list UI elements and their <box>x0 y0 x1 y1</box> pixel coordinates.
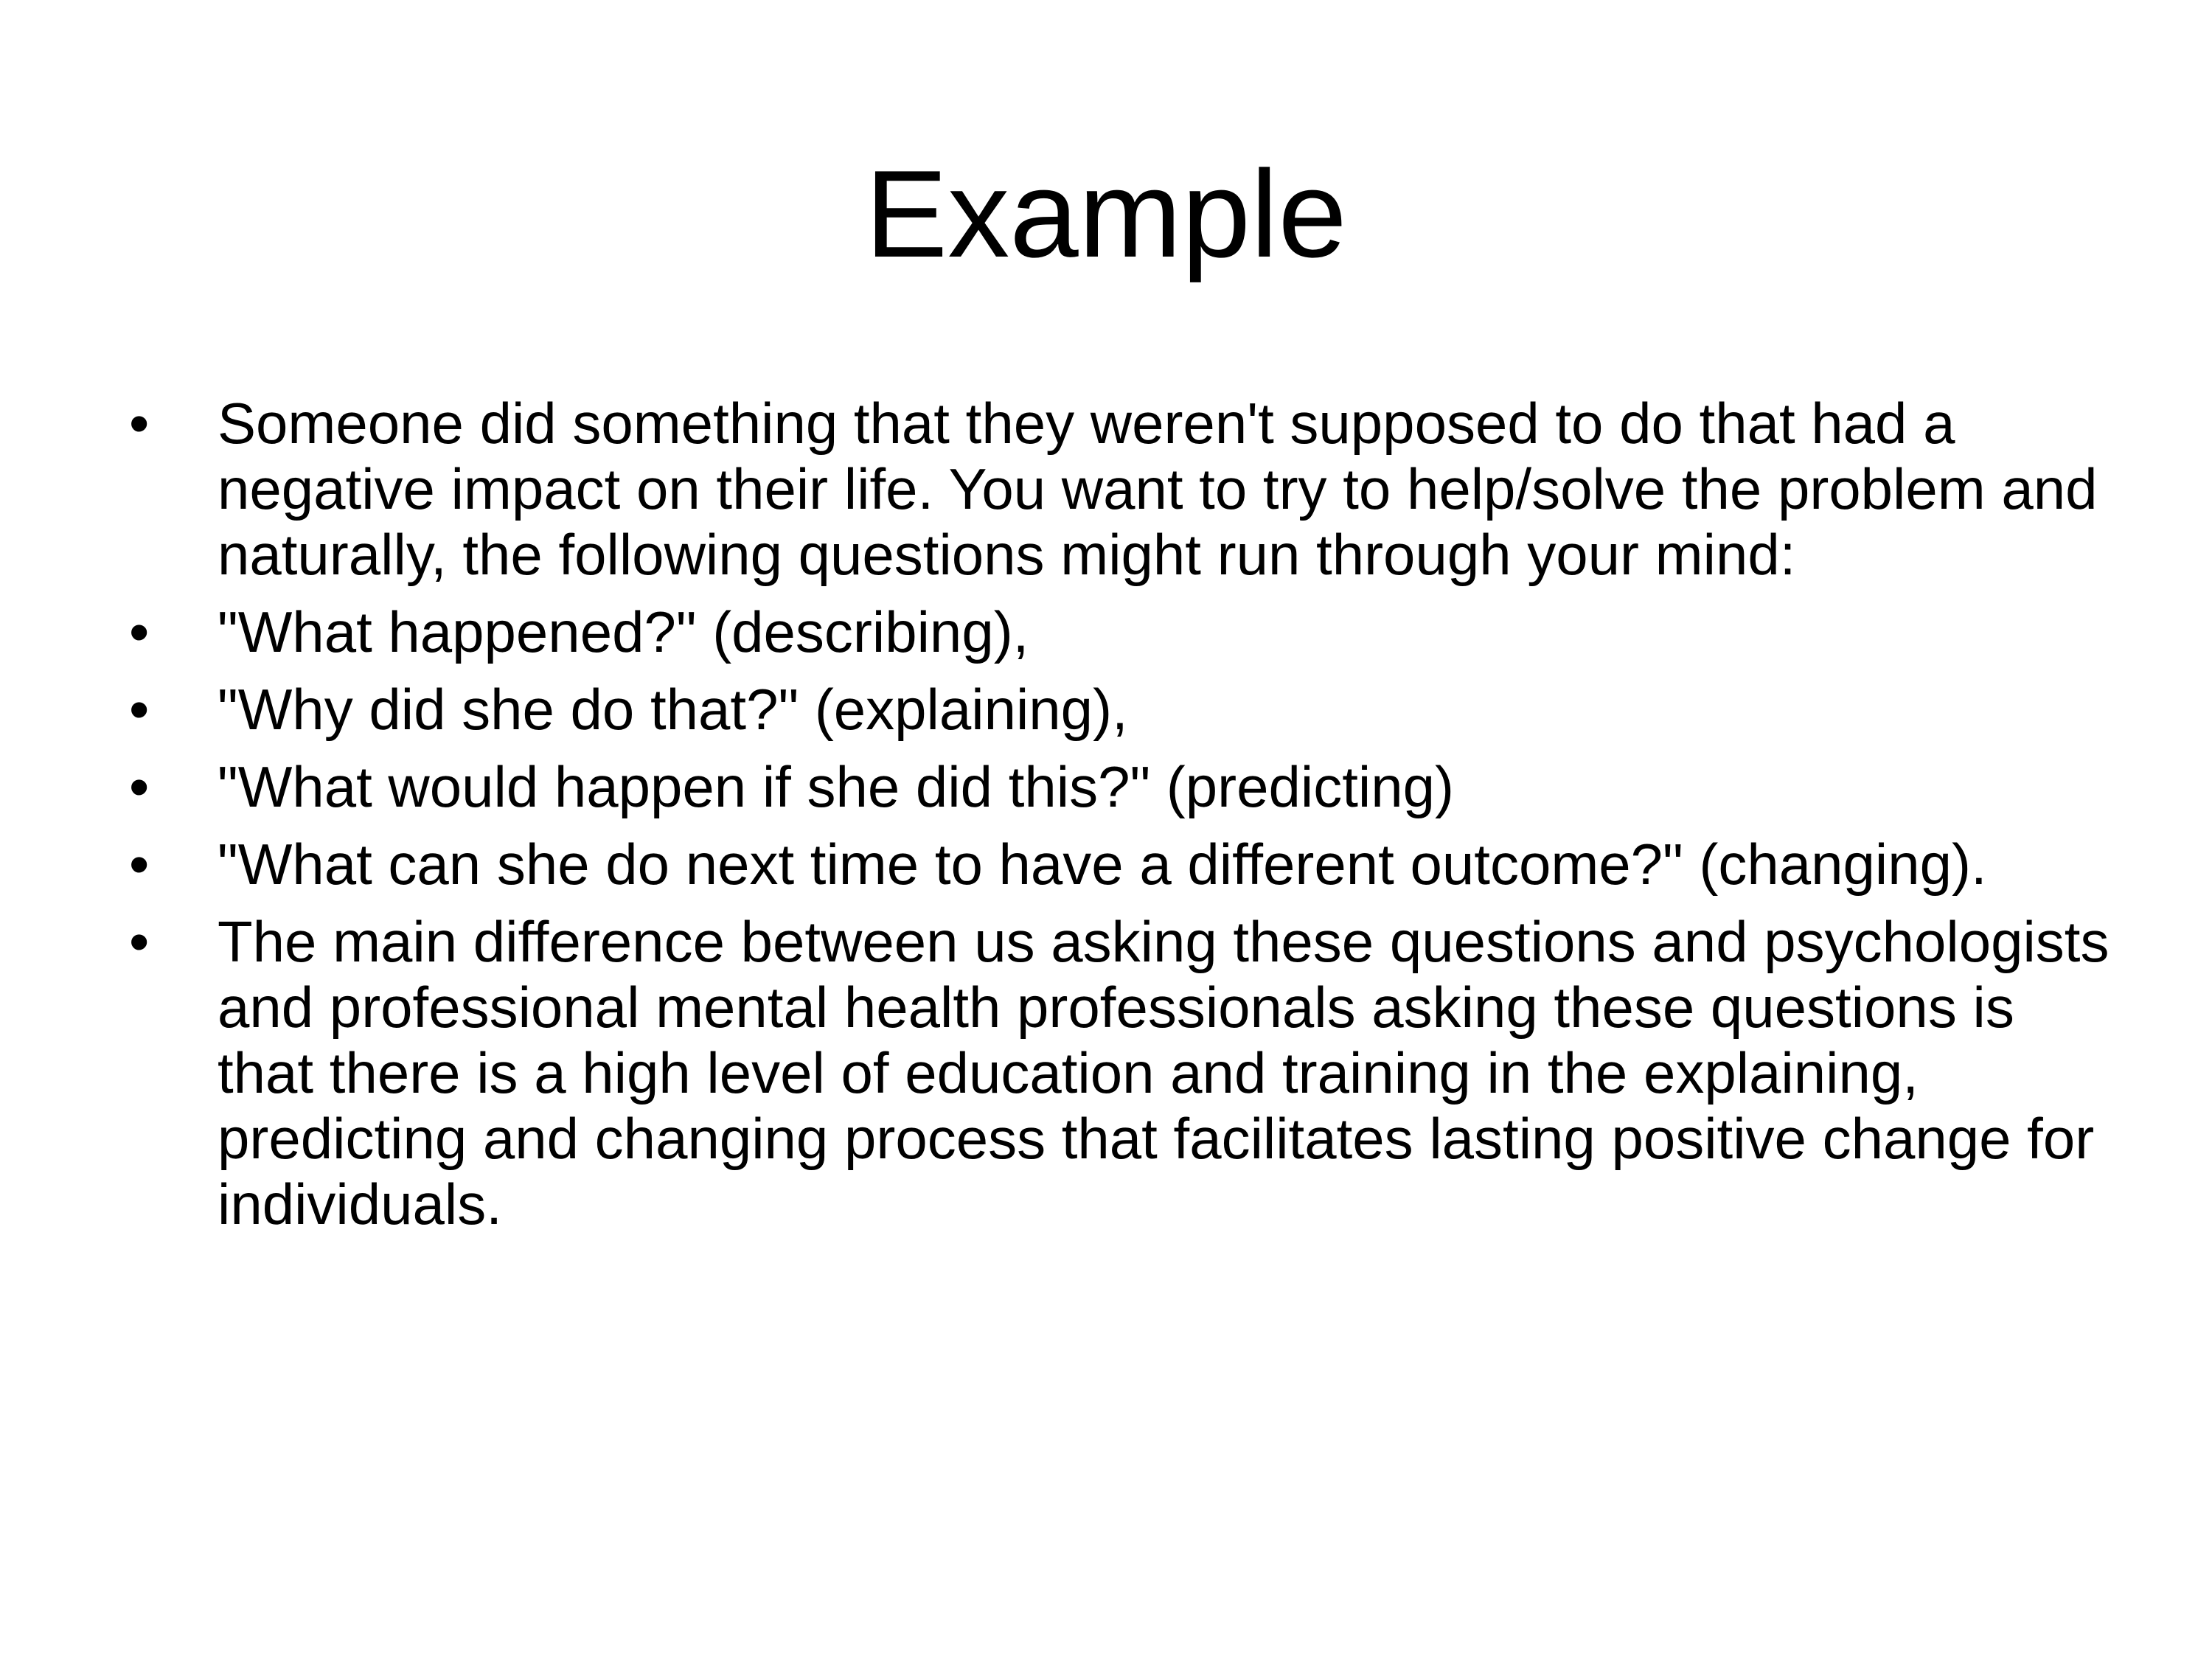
bullet-marker: • <box>129 599 150 664</box>
bullet-text: "What would happen if she did this?" (pr… <box>218 754 1454 819</box>
bullet-marker: • <box>129 754 150 819</box>
bullet-list: • Someone did something that they weren'… <box>129 391 2120 1249</box>
bullet-item: • "Why did she do that?" (explaining), <box>129 677 2120 742</box>
bullet-text: "What happened?" (describing), <box>218 599 1029 664</box>
bullet-text: "What can she do next time to have a dif… <box>218 832 1987 897</box>
bullet-marker: • <box>129 391 150 456</box>
bullet-item: • "What would happen if she did this?" (… <box>129 754 2120 820</box>
bullet-marker: • <box>129 909 150 974</box>
bullet-item: • "What happened?" (describing), <box>129 599 2120 665</box>
bullet-marker: • <box>129 677 150 742</box>
bullet-item: • The main difference between us asking … <box>129 909 2120 1237</box>
bullet-item: • "What can she do next time to have a d… <box>129 832 2120 897</box>
slide-title: Example <box>865 145 1347 283</box>
bullet-text: The main difference between us asking th… <box>218 909 2110 1237</box>
bullet-item: • Someone did something that they weren'… <box>129 391 2120 588</box>
bullet-text: "Why did she do that?" (explaining), <box>218 677 1128 742</box>
bullet-text: Someone did something that they weren't … <box>218 391 2098 587</box>
bullet-marker: • <box>129 832 150 897</box>
